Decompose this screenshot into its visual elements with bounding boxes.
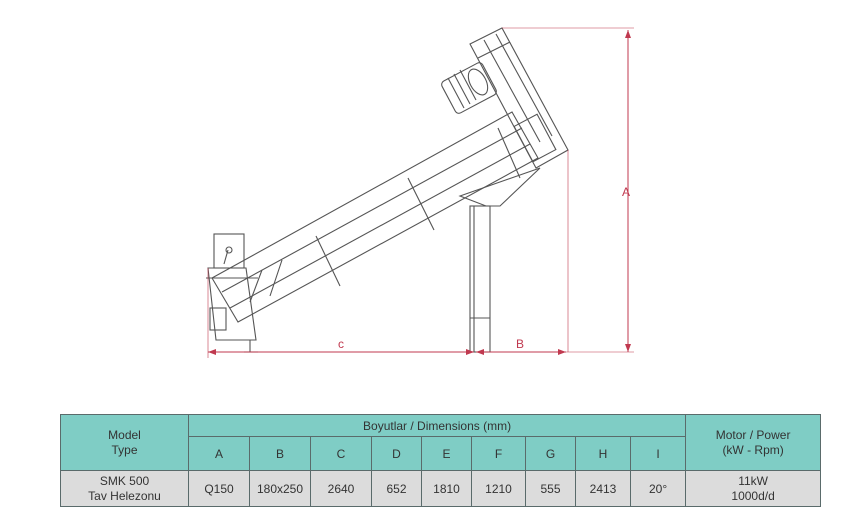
model-header: Model Type bbox=[60, 414, 189, 471]
value-cell: 1210 bbox=[471, 470, 526, 507]
value-cell: 2413 bbox=[575, 470, 631, 507]
column-header: C bbox=[310, 436, 372, 471]
lower-motor bbox=[213, 233, 245, 269]
motor-header: Motor / Power (kW - Rpm) bbox=[685, 414, 822, 471]
dimension-label-c: c bbox=[338, 337, 344, 351]
dimension-a bbox=[502, 27, 634, 353]
dimension-label-a: A bbox=[622, 185, 630, 199]
screw-housing bbox=[211, 111, 539, 323]
column-header: G bbox=[525, 436, 576, 471]
column-header: F bbox=[471, 436, 526, 471]
value-cell: 555 bbox=[525, 470, 576, 507]
top-motor bbox=[441, 62, 497, 114]
value-cell: 20° bbox=[629, 470, 687, 507]
value-cell: 180x250 bbox=[249, 470, 311, 507]
upper-drive-housing bbox=[469, 27, 569, 169]
column-header: D bbox=[371, 436, 422, 471]
column-header: E bbox=[421, 436, 472, 471]
value-cell: 1810 bbox=[421, 470, 472, 507]
dimension-b bbox=[476, 349, 566, 355]
model-value: SMK 500 Tav Helezonu bbox=[60, 470, 189, 507]
technical-drawing: A c B bbox=[206, 27, 634, 358]
discharge-chute bbox=[458, 167, 541, 353]
specification-table: Model Type Boyutlar / Dimensions (mm) Mo… bbox=[60, 414, 822, 507]
value-cell: Q150 bbox=[188, 470, 250, 507]
column-header: B bbox=[249, 436, 311, 471]
column-header: I bbox=[629, 436, 687, 471]
dimensions-header: Boyutlar / Dimensions (mm) bbox=[187, 414, 687, 437]
value-cell: 652 bbox=[371, 470, 422, 507]
column-header: H bbox=[575, 436, 631, 471]
dimension-c bbox=[207, 268, 474, 358]
motor-value: 11kW 1000d/d bbox=[685, 470, 822, 507]
value-cell: 2640 bbox=[310, 470, 372, 507]
column-header: A bbox=[188, 436, 250, 471]
dimension-label-b: B bbox=[516, 337, 524, 351]
